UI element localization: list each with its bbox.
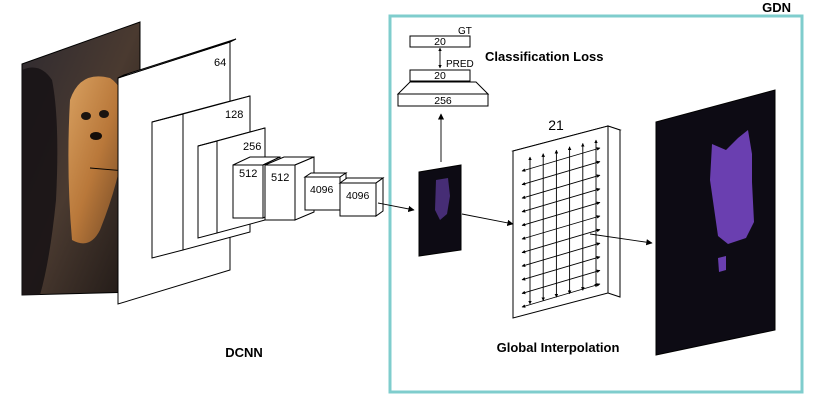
- interpolation-grid: 21: [511, 117, 622, 319]
- gt-vector: 20 GT: [409, 26, 472, 48]
- grid-depth-label: 21: [548, 117, 564, 133]
- dcnn-to-map-arrow: [377, 202, 415, 213]
- fc-layer-4096a-label: 4096: [310, 184, 334, 196]
- fc-256-label: 256: [434, 95, 452, 107]
- fc-256-block: 256: [396, 81, 490, 107]
- conv-layer-512a-label: 512: [239, 168, 257, 180]
- input-image: [21, 21, 141, 296]
- gdn-label: GDN: [762, 0, 791, 15]
- conv-layer-512b: 512: [264, 156, 315, 221]
- conv-layer-256-label: 256: [243, 141, 261, 153]
- fc-layer-4096b-label: 4096: [346, 190, 370, 202]
- pred-label: PRED: [446, 59, 474, 70]
- dcnn-label: DCNN: [225, 345, 263, 360]
- map-to-interpolation-arrow: [461, 213, 514, 227]
- pred-value: 20: [434, 70, 446, 82]
- gdn-region-border: [388, 14, 804, 394]
- grid-horizontal-arrow: [521, 283, 601, 308]
- coarse-score-map: [418, 164, 462, 257]
- gt-value: 20: [434, 36, 446, 48]
- pred-vector: 20 PRED: [409, 59, 474, 82]
- segmentation-output: [655, 89, 776, 356]
- conv-layer-64-label: 64: [214, 57, 226, 69]
- conv-layer-512b-label: 512: [271, 172, 289, 184]
- fc-layer-4096b: 4096: [338, 177, 385, 217]
- global-interpolation-label: Global Interpolation: [497, 340, 620, 355]
- gt-label: GT: [458, 26, 472, 37]
- classification-loss-label: Classification Loss: [485, 49, 603, 64]
- conv-layer-128-label: 128: [225, 109, 243, 121]
- interpolation-to-output-arrow: [589, 233, 653, 246]
- grid-arrows: [521, 139, 601, 308]
